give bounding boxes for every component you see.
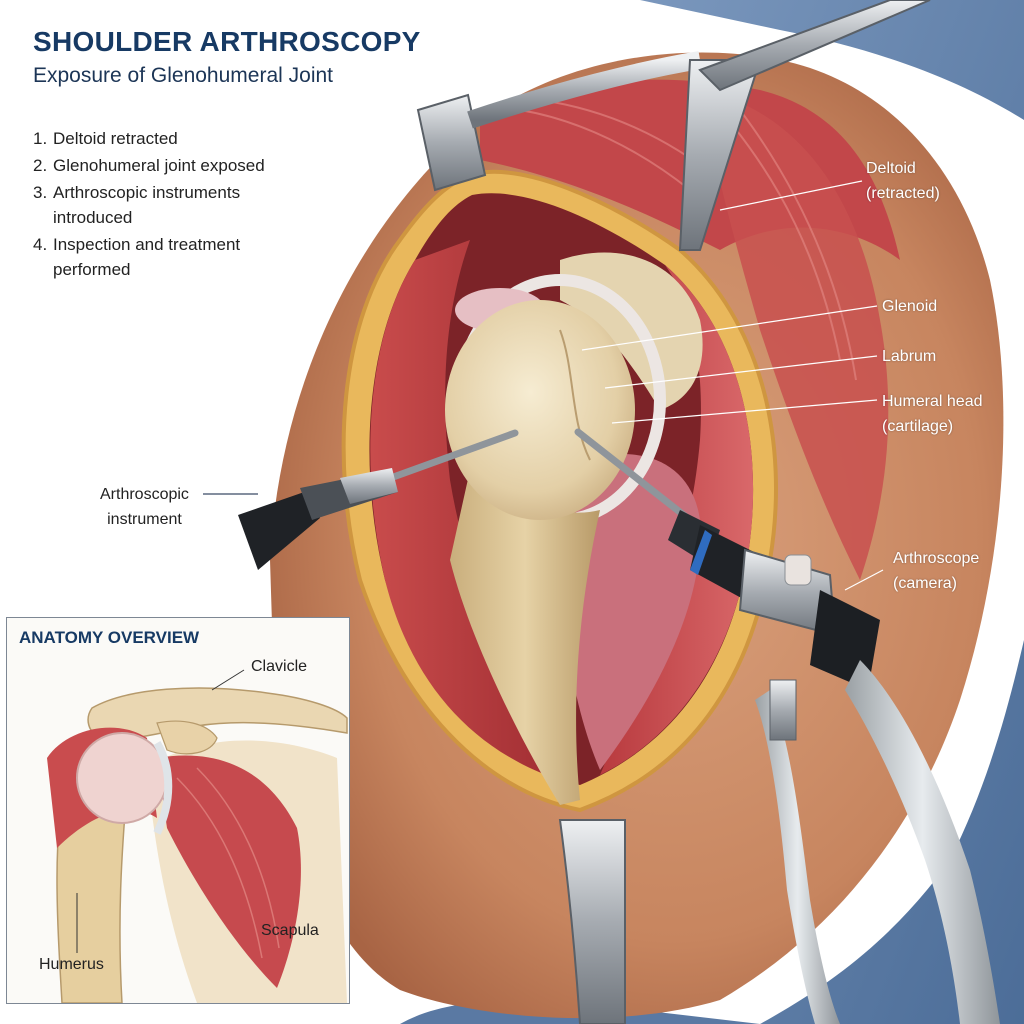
label-deltoid: Deltoid (retracted) bbox=[866, 160, 940, 202]
deltoid-right-wall bbox=[600, 265, 754, 775]
page-title: SHOULDER ARTHROSCOPY bbox=[33, 26, 421, 57]
arthroscopic-instrument bbox=[238, 429, 519, 570]
step-item: 4.Inspection and treatment performed bbox=[33, 235, 241, 279]
inset-humeral-head bbox=[76, 732, 168, 824]
procedure-steps: 1.Deltoid retracted 2.Glenohumeral joint… bbox=[33, 126, 293, 284]
deltoid-left-wall bbox=[370, 240, 560, 780]
retractor-top-left bbox=[416, 93, 487, 192]
label-glenoid: Glenoid bbox=[882, 298, 938, 315]
inset-muscle bbox=[157, 755, 301, 988]
surgical-drape bbox=[640, 0, 1024, 1024]
page-subtitle: Exposure of Glenohumeral Joint bbox=[33, 64, 333, 87]
label-humerus: Humerus bbox=[39, 956, 104, 973]
label-arthroscope: Arthroscope (camera) bbox=[893, 550, 980, 592]
step-item: 1.Deltoid retracted bbox=[33, 129, 178, 148]
inset-title: ANATOMY OVERVIEW bbox=[19, 628, 200, 647]
step-item: 2.Glenohumeral joint exposed bbox=[33, 156, 265, 175]
label-clavicle: Clavicle bbox=[251, 658, 308, 675]
label-labrum: Labrum bbox=[882, 348, 937, 365]
label-arthroscopic-instrument: Arthroscopic instrument bbox=[100, 486, 189, 528]
step-item: 3.Arthroscopic instruments introduced bbox=[33, 183, 241, 227]
arthroscope bbox=[574, 428, 1000, 1024]
anatomy-overview-panel: ANATOMY OVERVIEW Clavicle Scapula Humeru… bbox=[6, 617, 350, 1004]
leader-lines bbox=[581, 180, 884, 591]
humeral-head bbox=[445, 300, 635, 520]
label-scapula: Scapula bbox=[261, 922, 319, 939]
anatomy-overview-illustration bbox=[47, 669, 348, 1003]
label-humeral-head: Humeral head (cartilage) bbox=[882, 393, 983, 435]
humerus-shaft bbox=[450, 470, 600, 805]
